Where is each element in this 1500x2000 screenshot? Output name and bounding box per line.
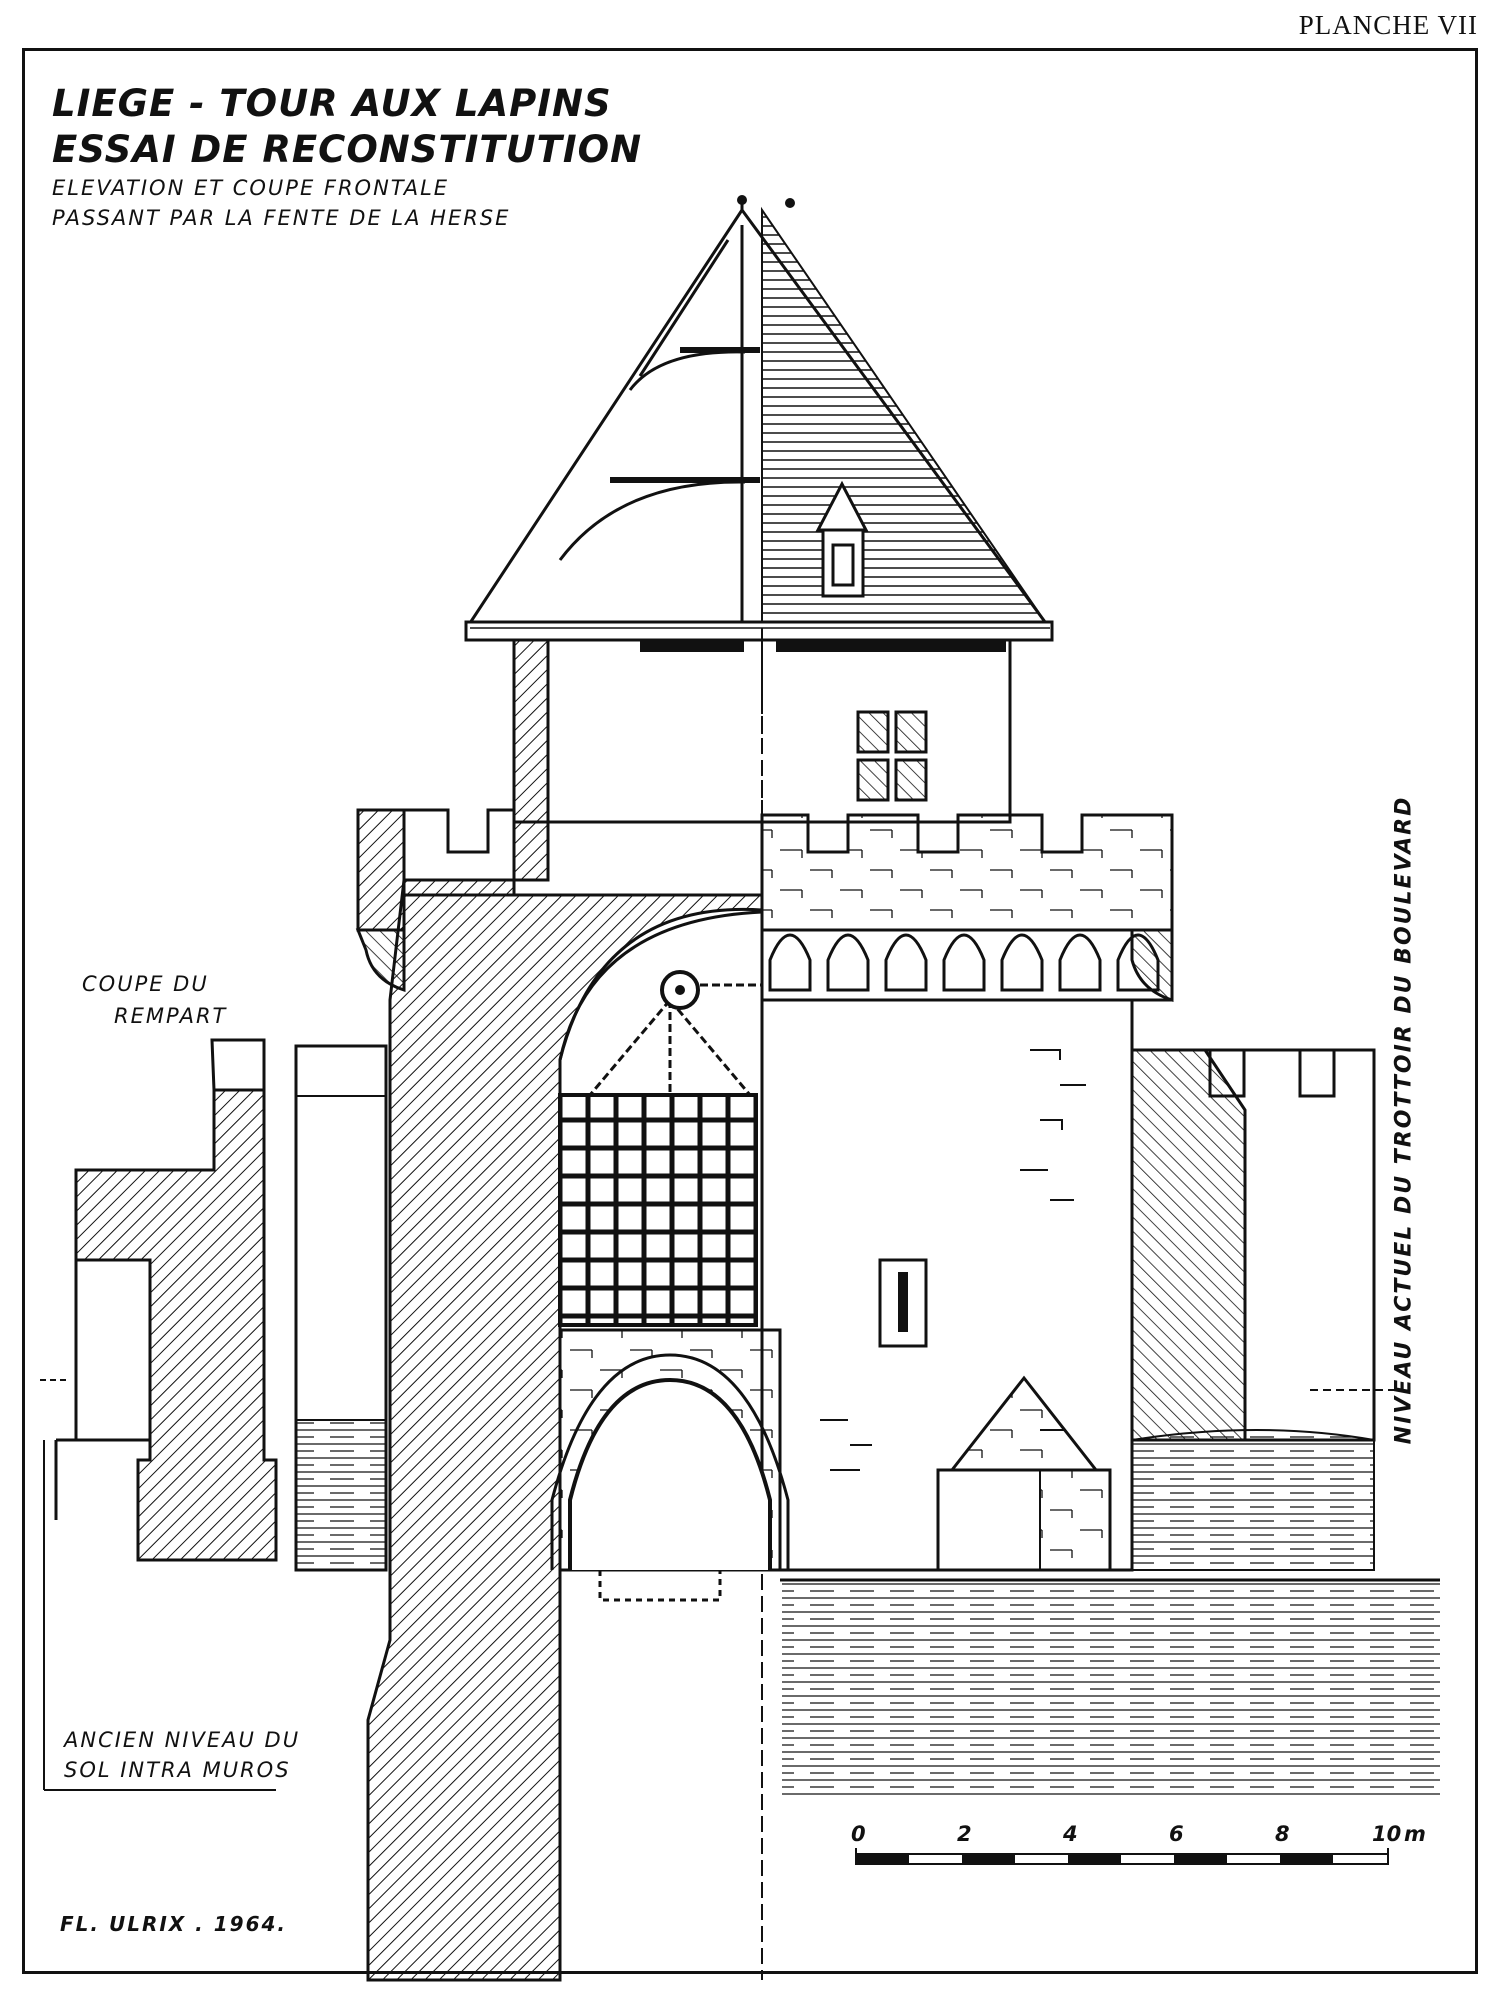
left-curtain-wall [294, 1044, 388, 1572]
scale-tick-6: 6 [1169, 1822, 1184, 1846]
side-turret [936, 1375, 1112, 1572]
scale-tick-4: 4 [1063, 1822, 1078, 1846]
title-line-4: PASSANT PAR LA FENTE DE LA HERSE [52, 206, 511, 230]
portcullis [558, 970, 762, 1327]
gate-arch [550, 1328, 790, 1602]
coupe-label-1: COUPE DU [82, 972, 209, 996]
coupe-label-2: REMPART [114, 1004, 228, 1028]
title-line-2: ESSAI DE RECONSTITUTION [52, 128, 643, 171]
ancien-niveau-label-1: ANCIEN NIVEAU DU [64, 1728, 301, 1752]
roof-section [464, 195, 1054, 642]
title-line-1: LIEGE - TOUR AUX LAPINS [52, 82, 612, 125]
right-curtain-wall [1130, 1048, 1396, 1571]
rampart-section [40, 1038, 278, 1791]
plate-number: PLANCHE VII [1298, 10, 1478, 40]
scale-bar [855, 1848, 1389, 1865]
moat-water [780, 1578, 1440, 1800]
scale-unit: m [1404, 1822, 1426, 1846]
drawing-frame [22, 48, 1478, 1974]
scale-tick-2: 2 [957, 1822, 972, 1846]
battlements [355, 808, 1174, 1003]
author-signature: FL. ULRIX . 1964. [60, 1912, 287, 1936]
scale-tick-0: 0 [851, 1822, 866, 1846]
ancien-niveau-label-2: SOL INTRA MUROS [64, 1758, 291, 1782]
title-line-3: ELEVATION ET COUPE FRONTALE [52, 176, 450, 200]
scale-tick-10: 10 [1372, 1822, 1402, 1846]
scale-tick-8: 8 [1275, 1822, 1290, 1846]
niveau-actuel-text: NIVEAU ACTUEL DU TROTTOIR DU BOULEVARD [1391, 795, 1417, 1445]
